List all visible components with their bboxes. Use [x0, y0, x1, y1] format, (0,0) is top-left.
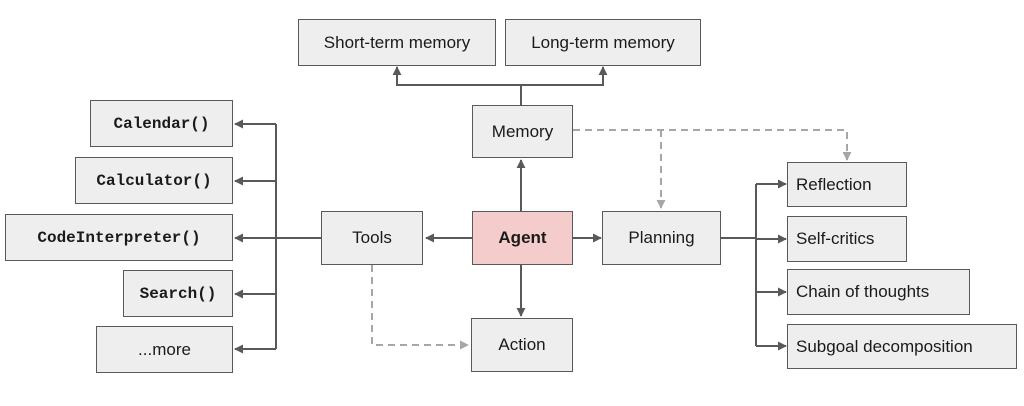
tool-search-node: Search() [123, 270, 233, 317]
chain-of-thoughts-node: Chain of thoughts [787, 269, 970, 315]
tool-code-interpreter-node: CodeInterpreter() [5, 214, 233, 261]
planning-node: Planning [602, 211, 721, 265]
action-node: Action [471, 318, 573, 372]
tool-calculator-node: Calculator() [75, 157, 233, 204]
edge-memory-short-term [392, 66, 522, 105]
tool-calendar-node: Calendar() [90, 100, 233, 147]
agent-node: Agent [472, 211, 573, 265]
edge-memory-long-term [521, 66, 608, 86]
long-term-memory-node: Long-term memory [505, 19, 701, 66]
memory-node: Memory [472, 105, 573, 158]
subgoal-decomposition-node: Subgoal decomposition [787, 324, 1017, 369]
edge-tools-action-dashed [371, 265, 469, 350]
reflection-node: Reflection [787, 162, 907, 207]
tool-more-node: ...more [96, 326, 233, 373]
tools-node: Tools [321, 211, 423, 265]
short-term-memory-node: Short-term memory [298, 19, 496, 66]
edge-memory-reflection-dashed [573, 129, 852, 161]
self-critics-node: Self-critics [787, 216, 907, 262]
